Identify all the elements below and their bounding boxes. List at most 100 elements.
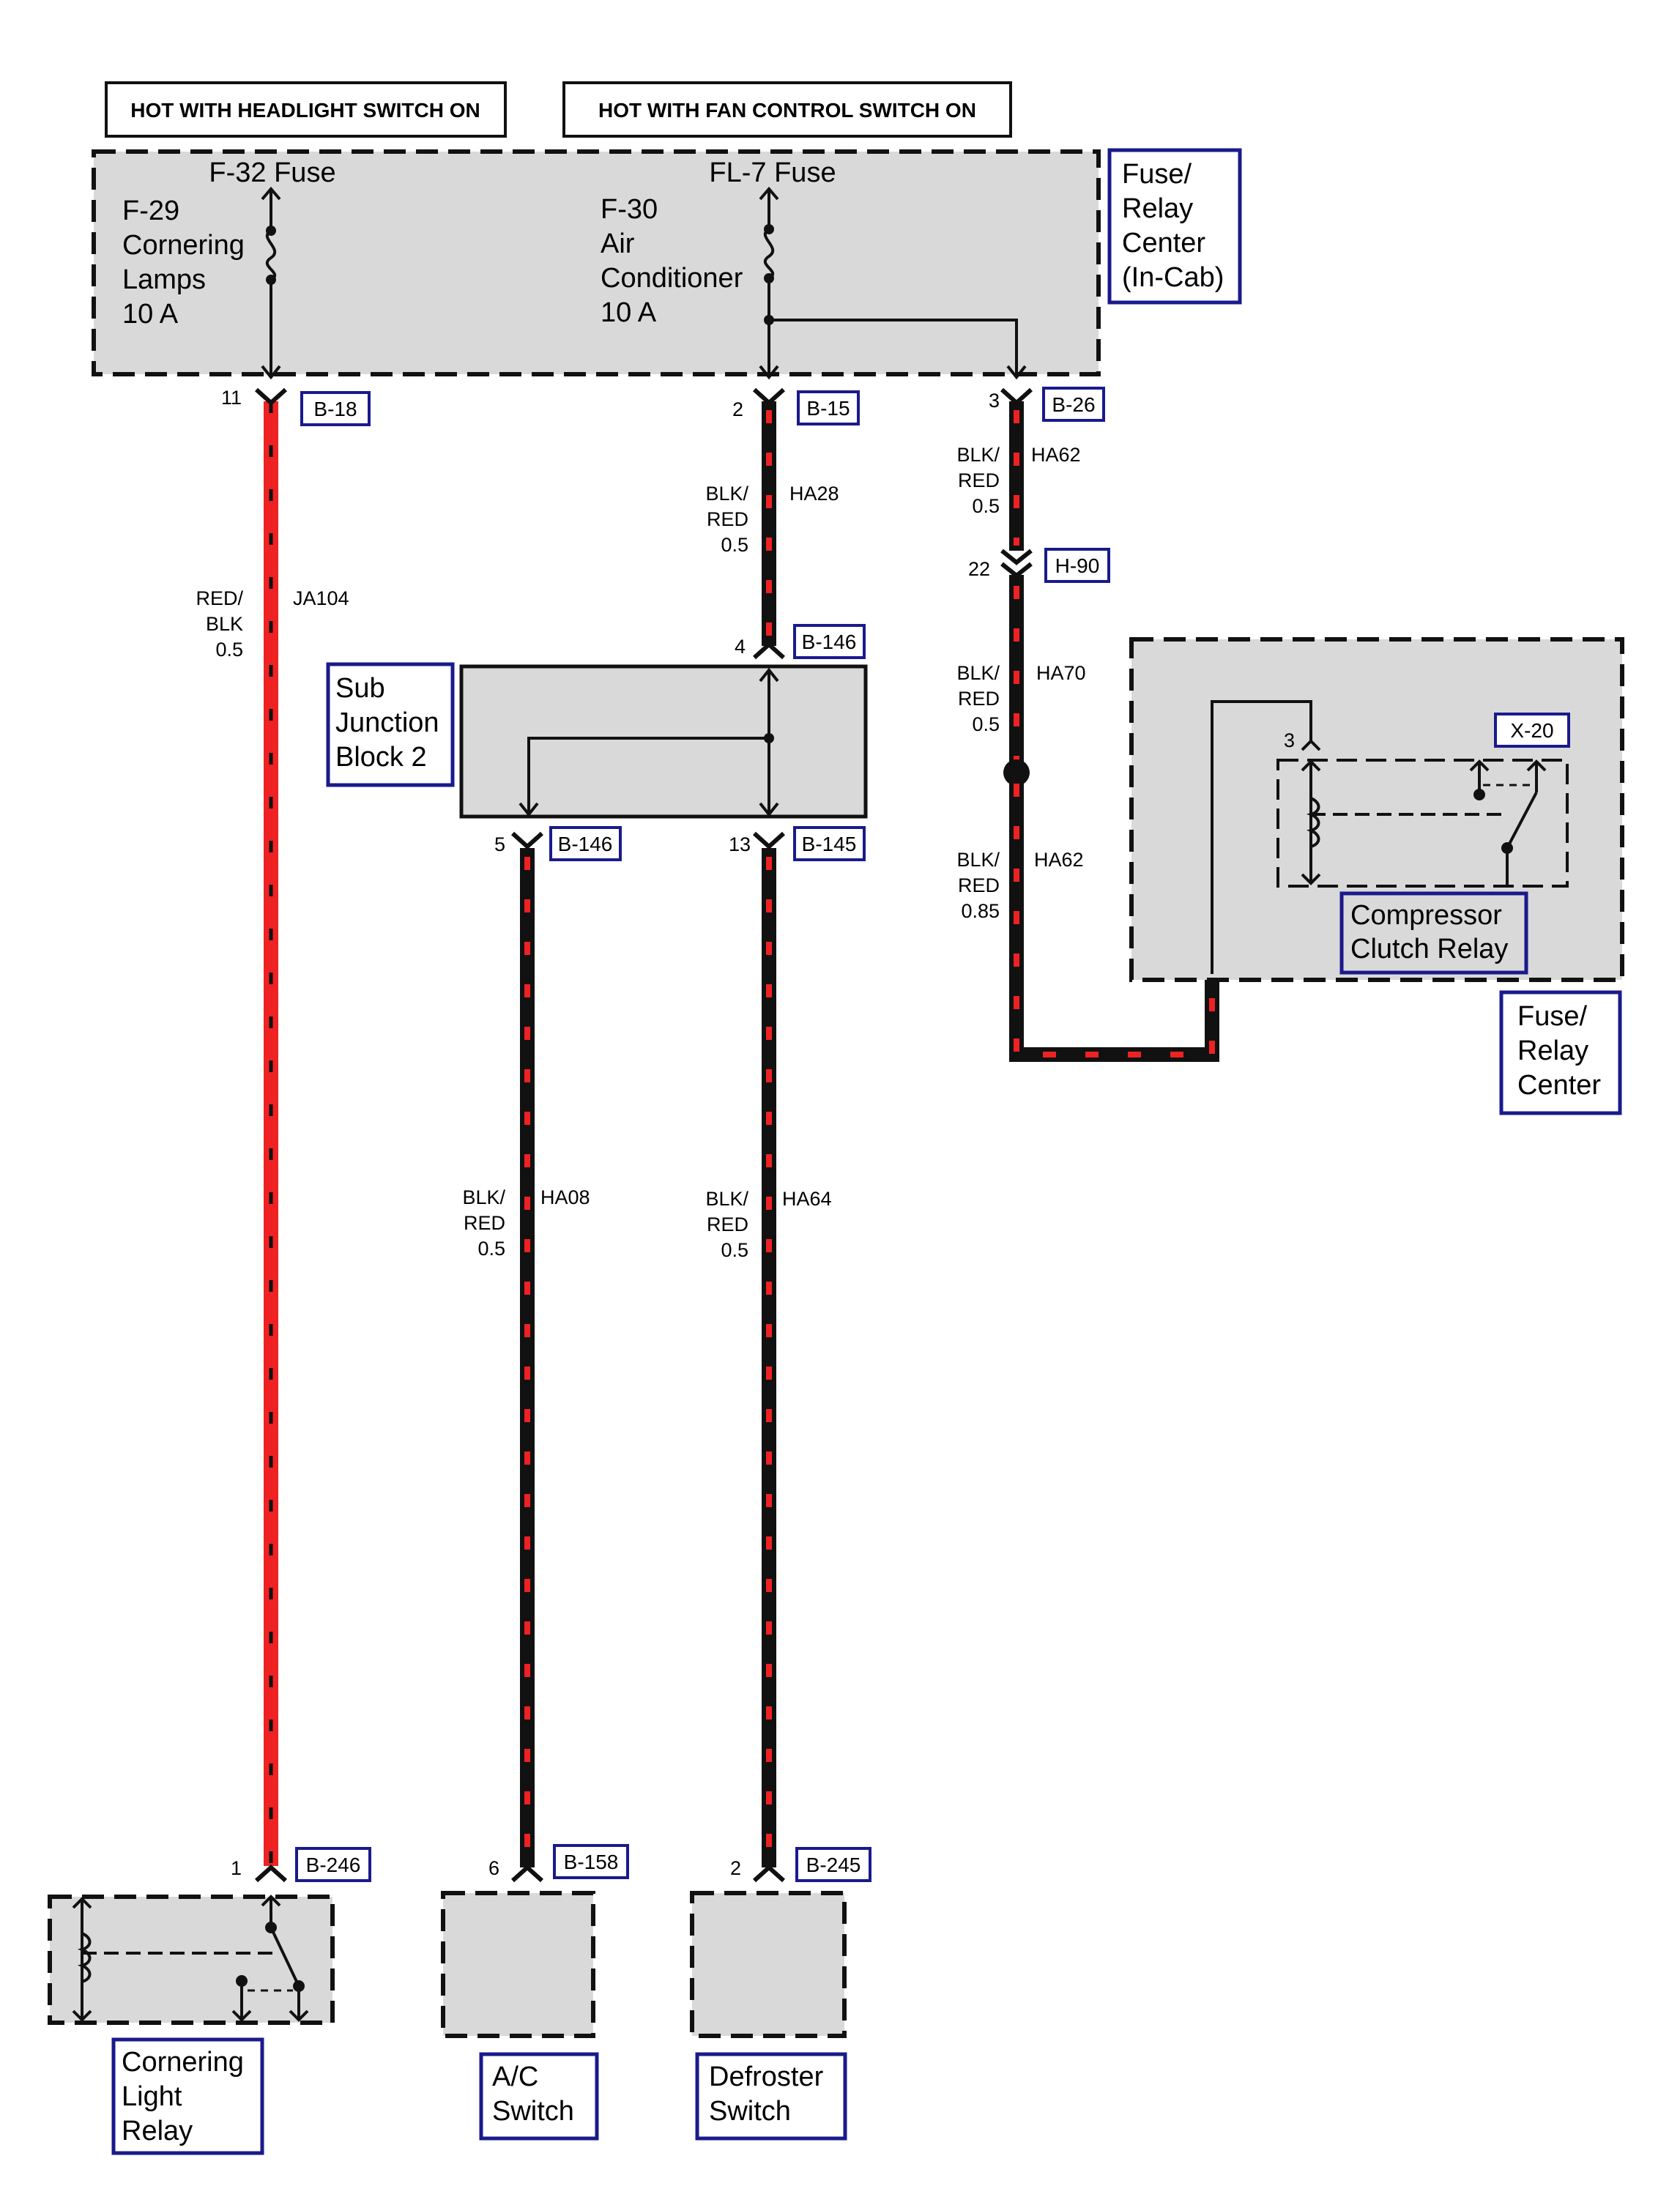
connector-b18-pin: 11 bbox=[221, 387, 242, 409]
header-headlight: HOT WITH HEADLIGHT SWITCH ON bbox=[105, 81, 507, 138]
connector-b26-id: B-26 bbox=[1052, 393, 1095, 416]
wire-ja104-label: RED/ BLK 0.5 JA104 bbox=[196, 587, 349, 661]
fuse-f32-line2: Cornering bbox=[122, 230, 245, 261]
connector-b158-symbol bbox=[510, 1864, 544, 1883]
wire-ha28-label: BLK/ RED 0.5 HA28 bbox=[705, 483, 839, 556]
defroster-switch-label-line2: Switch bbox=[709, 2096, 791, 2127]
connector-b145-pin: 13 bbox=[729, 833, 751, 855]
connector-b245: 2 B-245 bbox=[730, 1847, 871, 1882]
wire-ha62-top-circuit: HA62 bbox=[1031, 444, 1081, 466]
connector-symbols bbox=[254, 387, 1033, 1883]
connector-b146-top: 4 B-146 bbox=[735, 624, 866, 659]
connector-b26-pin: 3 bbox=[989, 390, 1000, 412]
connector-b158-pin: 6 bbox=[488, 1857, 499, 1879]
wire-ha64-color-1: BLK/ bbox=[705, 1188, 748, 1210]
connector-b246-pin: 1 bbox=[231, 1857, 242, 1879]
connector-b145-id: B-145 bbox=[802, 833, 857, 855]
ac-switch-label: A/C Switch bbox=[479, 2052, 599, 2141]
fuse-fl7-line3: Conditioner bbox=[601, 263, 743, 294]
connector-b18-symbol bbox=[254, 387, 288, 406]
connector-b246-id: B-246 bbox=[306, 1854, 361, 1876]
sub-junction-label-line3: Block 2 bbox=[335, 742, 427, 773]
fuse-fl7: FL-7 Fuse F-30 Air Conditioner 10 A bbox=[601, 157, 1027, 380]
ac-switch-label-line1: A/C bbox=[492, 2062, 538, 2092]
fuse-relay-center-label-line1: Fuse/ bbox=[1517, 1001, 1587, 1032]
wire-ha64-gauge: 0.5 bbox=[721, 1239, 748, 1261]
wire-ha62-bottom-color-1: BLK/ bbox=[956, 849, 1000, 871]
wire-ha62-top-color-2: RED bbox=[958, 469, 1000, 491]
wire-ha64-label: BLK/ RED 0.5 HA64 bbox=[705, 1188, 831, 1261]
wire-ha08-gauge: 0.5 bbox=[477, 1238, 505, 1260]
fuse-f32-line4: 10 A bbox=[122, 299, 179, 330]
fuse-f32-title: F-32 Fuse bbox=[209, 157, 335, 188]
compressor-relay-label-line1: Compressor bbox=[1350, 900, 1502, 931]
sub-junction-label-line1: Sub bbox=[335, 673, 385, 704]
connector-b15-id: B-15 bbox=[806, 397, 850, 420]
fuse-fl7-line1: F-30 bbox=[601, 194, 658, 225]
connector-b18: 11 B-18 bbox=[221, 387, 371, 426]
cornering-light-relay bbox=[48, 1895, 335, 2025]
connector-b18-id: B-18 bbox=[313, 398, 357, 420]
wire-ha08-color-1: BLK/ bbox=[462, 1186, 505, 1208]
fuse-f32-icon bbox=[265, 229, 277, 281]
connector-b15-symbol bbox=[752, 387, 786, 406]
connector-x20-pin: 3 bbox=[1284, 729, 1295, 751]
fuse-fl7-icon bbox=[763, 228, 775, 280]
fuse-relay-center-incab-label: Fuse/ Relay Center (In-Cab) bbox=[1107, 148, 1242, 305]
header-headlight-text: HOT WITH HEADLIGHT SWITCH ON bbox=[130, 99, 480, 122]
wire-ha62-top-gauge: 0.5 bbox=[972, 495, 1000, 517]
connector-b146-top-symbol bbox=[752, 641, 786, 660]
wire-ha62-bottom-gauge: 0.85 bbox=[961, 900, 1000, 922]
connector-h90-symbol-b bbox=[1000, 562, 1033, 579]
connector-b26-symbol bbox=[1000, 387, 1033, 406]
sub-junction-block bbox=[459, 664, 868, 819]
wire-ha28-circuit: HA28 bbox=[789, 483, 839, 505]
wire-ha28-color-1: BLK/ bbox=[705, 483, 748, 505]
wire-ja104-circuit: JA104 bbox=[293, 587, 349, 609]
connector-b146-bottom: 5 B-146 bbox=[494, 826, 622, 861]
wire-ja104-color-1: RED/ bbox=[196, 587, 243, 609]
connector-b246: 1 B-246 bbox=[231, 1847, 371, 1882]
wire-ha62-top-label: BLK/ RED 0.5 HA62 bbox=[956, 444, 1080, 517]
wire-ha70-circuit: HA70 bbox=[1036, 662, 1086, 684]
wire-ha62-bottom-label: BLK/ RED 0.85 HA62 bbox=[956, 849, 1083, 922]
wire-ha62-bottom-color-2: RED bbox=[958, 874, 1000, 896]
wire-ha08-label: BLK/ RED 0.5 HA08 bbox=[462, 1186, 590, 1260]
connector-h90-symbol-a bbox=[1000, 549, 1033, 565]
wire-ha62-bottom-circuit: HA62 bbox=[1034, 849, 1084, 871]
wire-ha08-circuit: HA08 bbox=[540, 1186, 590, 1208]
wire-ha70-color-1: BLK/ bbox=[956, 662, 1000, 684]
connector-b145-symbol bbox=[752, 831, 786, 850]
cornering-relay-switch-icon bbox=[270, 1927, 300, 1987]
fuse-fl7-line2: Air bbox=[601, 228, 635, 259]
wire-ha28-color-2: RED bbox=[707, 508, 748, 530]
fuse-relay-center-label-line2: Relay bbox=[1517, 1036, 1588, 1066]
fuse-fl7-title: FL-7 Fuse bbox=[709, 157, 836, 188]
ac-switch-label-line2: Switch bbox=[492, 2096, 574, 2127]
fuse-relay-center-incab-label-line1: Fuse/ bbox=[1122, 159, 1192, 190]
sub-junction-label-line2: Junction bbox=[335, 707, 439, 738]
cornering-relay-coil-icon bbox=[78, 1932, 92, 1983]
wire-ha28-gauge: 0.5 bbox=[721, 534, 748, 556]
cornering-relay-label-line1: Cornering bbox=[122, 2047, 244, 2078]
wire-ha70-label: BLK/ RED 0.5 HA70 bbox=[956, 662, 1085, 735]
connector-b146-top-id: B-146 bbox=[802, 631, 857, 653]
wire-ha70-color-2: RED bbox=[958, 688, 1000, 710]
header-fan-text: HOT WITH FAN CONTROL SWITCH ON bbox=[598, 99, 976, 122]
connector-b15-pin: 2 bbox=[732, 398, 743, 420]
wire-ja104-color-2: BLK bbox=[206, 613, 243, 635]
wire-ha62-bottom bbox=[1009, 773, 1219, 1062]
connector-b15: 2 B-15 bbox=[732, 390, 860, 425]
compressor-relay-label: Compressor Clutch Relay bbox=[1339, 891, 1528, 975]
cornering-relay-label-line2: Light bbox=[122, 2081, 182, 2112]
connector-b26: 3 B-26 bbox=[989, 387, 1105, 422]
connector-b245-id: B-245 bbox=[806, 1854, 861, 1876]
cornering-light-relay-label: Cornering Light Relay bbox=[111, 2037, 264, 2155]
fuse-f32: F-32 Fuse F-29 Cornering Lamps 10 A bbox=[122, 157, 336, 380]
connector-b145: 13 B-145 bbox=[729, 826, 866, 861]
cornering-relay-label-line3: Relay bbox=[122, 2116, 193, 2146]
connector-b245-symbol bbox=[752, 1864, 786, 1883]
sub-junction-label: Sub Junction Block 2 bbox=[326, 662, 455, 787]
defroster-switch-label: Defroster Switch bbox=[695, 2052, 847, 2141]
defroster-switch bbox=[690, 1891, 847, 2038]
